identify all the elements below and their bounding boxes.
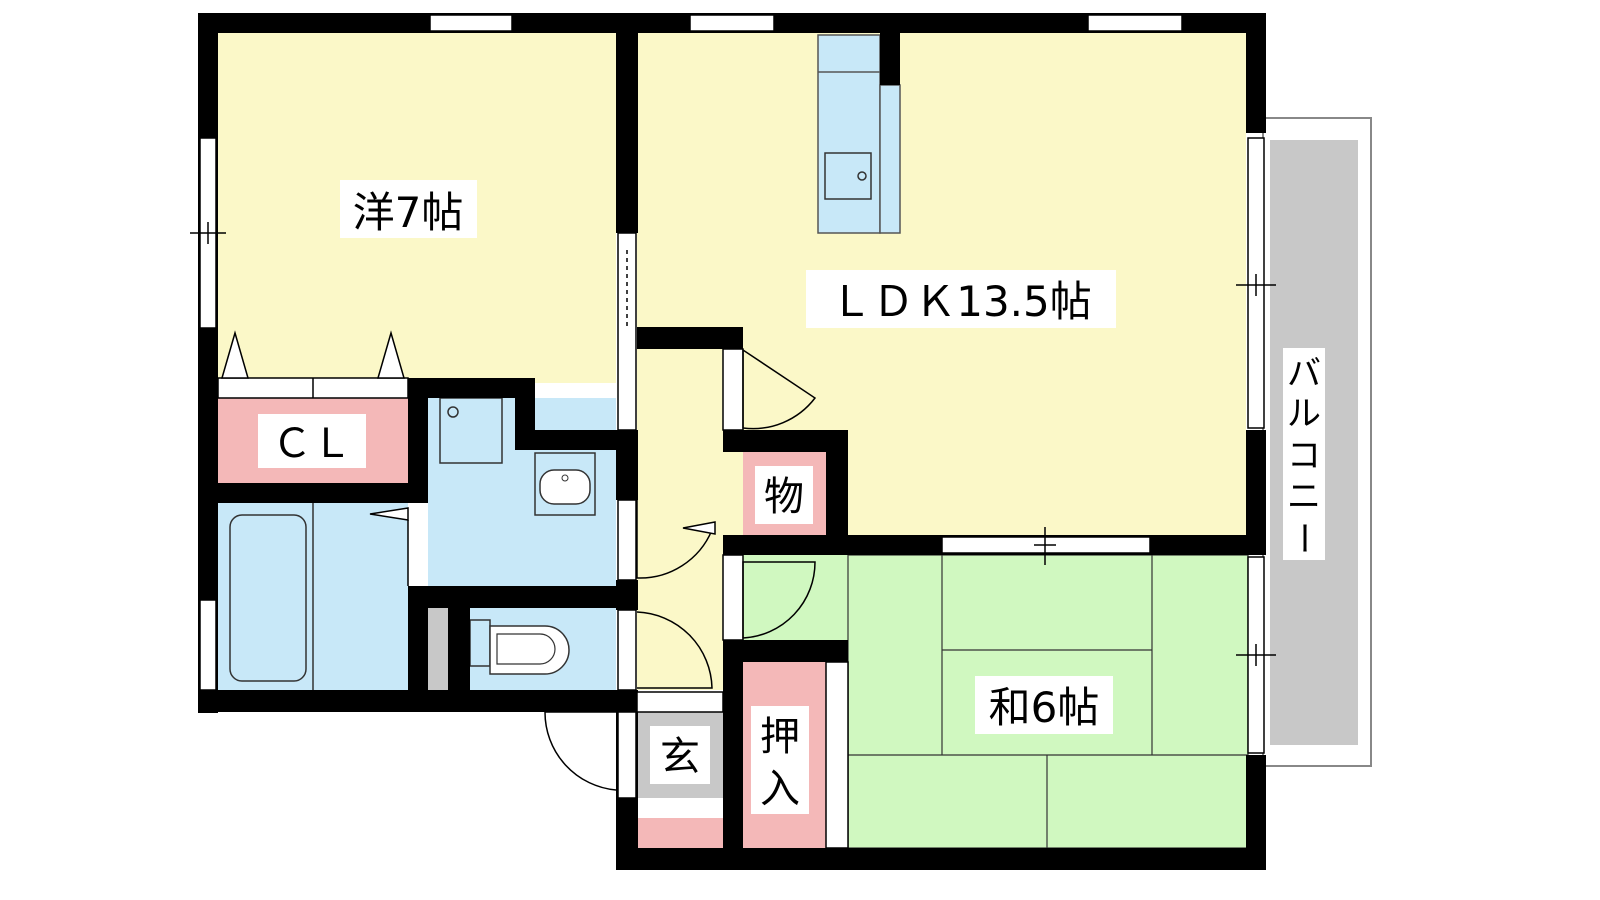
doors xyxy=(369,348,849,849)
entrance-label-bg xyxy=(650,726,710,784)
storeroom-label: 物 xyxy=(764,474,804,520)
balcony-label: バ ル コ ニ ー xyxy=(1283,354,1323,555)
closet-label-bg xyxy=(258,414,366,468)
oshiire-label-top: 押 xyxy=(760,714,800,760)
oshiire-label-bottom: 入 xyxy=(760,766,800,812)
kitchen-counter xyxy=(817,34,881,234)
japanese-room-label: 和6帖 xyxy=(989,683,1100,732)
balcony-char-4: ニ xyxy=(1287,477,1321,517)
hallway-floor xyxy=(637,345,723,690)
toilet-bowl xyxy=(489,625,570,675)
toilet-tank xyxy=(469,619,491,667)
kitchen-sink xyxy=(824,152,872,200)
closet-label: ＣＬ xyxy=(272,421,352,467)
bathtub xyxy=(229,514,307,682)
entrance-label: 玄 xyxy=(660,734,700,780)
storeroom-label-bg xyxy=(755,466,813,524)
japanese-label-bg xyxy=(975,676,1113,734)
ldk-label-bg xyxy=(806,270,1116,328)
balcony-char-5: ー xyxy=(1283,521,1323,555)
western-label-bg xyxy=(340,180,477,238)
ldk-label: ＬＤＫ13.5帖 xyxy=(830,277,1092,326)
balcony-label-bg xyxy=(1283,348,1325,560)
utility-shelf xyxy=(428,608,448,690)
balcony-char-2: ル xyxy=(1287,394,1321,434)
closet-doors xyxy=(217,330,409,399)
kitchen-counter-edge xyxy=(879,84,901,234)
balcony-char-1: バ xyxy=(1287,354,1321,394)
balcony-char-3: コ xyxy=(1287,436,1321,476)
window-marks xyxy=(190,222,1276,666)
shoe-box xyxy=(637,818,723,848)
washer-space xyxy=(439,397,503,464)
western-room-label: 洋7帖 xyxy=(353,188,464,237)
oshiire-label-bg xyxy=(751,706,809,814)
